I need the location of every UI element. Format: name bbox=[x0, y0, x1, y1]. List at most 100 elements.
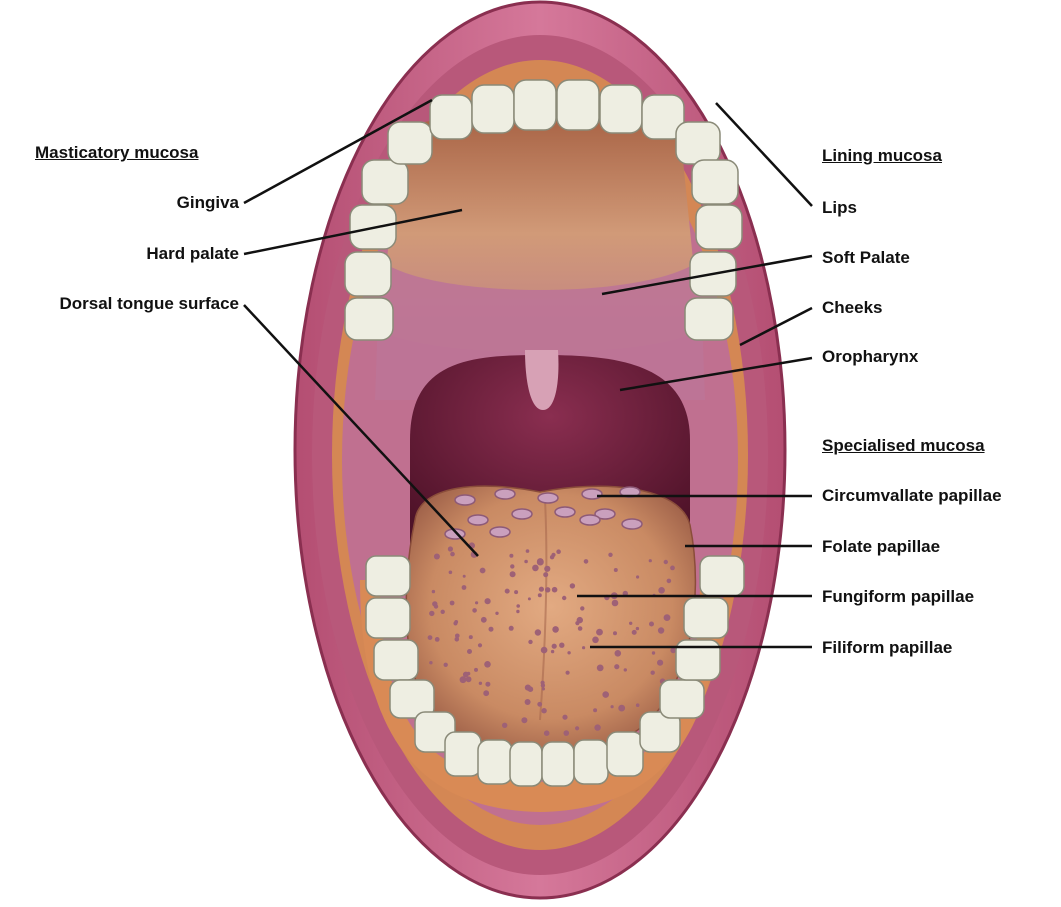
circumvallate-papilla bbox=[555, 507, 575, 517]
papilla-dot bbox=[472, 608, 477, 613]
papilla-dot bbox=[489, 627, 494, 632]
papilla-dot bbox=[524, 560, 528, 564]
upper-tooth bbox=[362, 160, 408, 204]
papilla-dot bbox=[509, 626, 514, 631]
upper-tooth bbox=[692, 160, 738, 204]
papilla-dot bbox=[636, 627, 639, 630]
circumvallate-papilla bbox=[582, 489, 602, 499]
label-cheeks: Cheeks bbox=[822, 298, 882, 318]
papilla-dot bbox=[528, 597, 531, 600]
papilla-dot bbox=[629, 622, 632, 625]
papilla-dot bbox=[551, 650, 554, 653]
papilla-dot bbox=[525, 699, 531, 705]
papilla-dot bbox=[441, 610, 445, 614]
papilla-dot bbox=[429, 611, 434, 616]
papilla-dot bbox=[562, 715, 567, 720]
label-folate-papillae: Folate papillae bbox=[822, 537, 940, 557]
upper-tooth bbox=[600, 85, 642, 133]
label-filiform-papillae: Filiform papillae bbox=[822, 638, 952, 658]
papilla-dot bbox=[670, 566, 675, 571]
papilla-dot bbox=[667, 579, 672, 584]
papilla-dot bbox=[532, 565, 539, 572]
papilla-dot bbox=[544, 730, 550, 736]
heading-lining-mucosa: Lining mucosa bbox=[822, 146, 942, 166]
papilla-dot bbox=[552, 587, 558, 593]
papilla-dot bbox=[526, 549, 530, 553]
papilla-dot bbox=[664, 560, 668, 564]
label-hard-palate: Hard palate bbox=[146, 244, 239, 264]
papilla-dot bbox=[651, 671, 655, 675]
papilla-dot bbox=[611, 705, 614, 708]
papilla-dot bbox=[602, 691, 609, 698]
papilla-dot bbox=[658, 627, 664, 633]
papilla-dot bbox=[479, 682, 482, 685]
papilla-dot bbox=[594, 637, 597, 640]
papilla-dot bbox=[575, 726, 579, 730]
papilla-dot bbox=[428, 635, 433, 640]
papilla-dot bbox=[670, 648, 676, 654]
papilla-dot bbox=[664, 614, 671, 621]
label-lips: Lips bbox=[822, 198, 857, 218]
circumvallate-papilla bbox=[512, 509, 532, 519]
papilla-dot bbox=[562, 596, 566, 600]
papilla-dot bbox=[467, 649, 472, 654]
papilla-dot bbox=[552, 644, 557, 649]
papilla-dot bbox=[525, 685, 531, 691]
papilla-dot bbox=[632, 630, 637, 635]
papilla-dot bbox=[502, 723, 507, 728]
papilla-dot bbox=[649, 622, 654, 627]
papilla-dot bbox=[483, 690, 489, 696]
papilla-dot bbox=[432, 601, 437, 606]
papilla-dot bbox=[612, 600, 619, 607]
circumvallate-papilla bbox=[455, 495, 475, 505]
lower-tooth bbox=[700, 556, 744, 596]
papilla-dot bbox=[624, 668, 627, 671]
papilla-dot bbox=[541, 708, 546, 713]
lower-tooth bbox=[607, 732, 643, 776]
papilla-dot bbox=[580, 606, 584, 610]
upper-tooth bbox=[345, 252, 391, 296]
papilla-dot bbox=[469, 635, 473, 639]
papilla-dot bbox=[453, 621, 457, 625]
papilla-dot bbox=[541, 647, 548, 654]
papilla-dot bbox=[570, 583, 575, 588]
papilla-dot bbox=[528, 640, 532, 644]
papilla-dot bbox=[566, 671, 570, 675]
label-circumvallate-papillae: Circumvallate papillae bbox=[822, 486, 1002, 506]
papilla-dot bbox=[613, 631, 617, 635]
papilla-dot bbox=[544, 566, 550, 572]
upper-tooth bbox=[696, 205, 742, 249]
lower-tooth bbox=[510, 742, 542, 786]
circumvallate-papilla bbox=[622, 519, 642, 529]
papilla-dot bbox=[542, 687, 545, 690]
papilla-dot bbox=[462, 585, 467, 590]
papilla-dot bbox=[608, 553, 612, 557]
papilla-dot bbox=[584, 559, 589, 564]
label-oropharynx: Oropharynx bbox=[822, 347, 918, 367]
papilla-dot bbox=[481, 617, 487, 623]
papilla-dot bbox=[455, 637, 460, 642]
upper-tooth bbox=[430, 95, 472, 139]
upper-tooth bbox=[472, 85, 514, 133]
lower-tooth bbox=[374, 640, 418, 680]
label-gingiva: Gingiva bbox=[177, 193, 239, 213]
lower-tooth bbox=[445, 732, 481, 776]
papilla-dot bbox=[615, 650, 622, 657]
papilla-dot bbox=[450, 601, 455, 606]
papilla-dot bbox=[485, 682, 490, 687]
papilla-dot bbox=[474, 668, 478, 672]
papilla-dot bbox=[636, 575, 639, 578]
papilla-dot bbox=[564, 730, 570, 736]
papilla-dot bbox=[535, 629, 541, 635]
papilla-dot bbox=[559, 643, 564, 648]
upper-tooth bbox=[685, 298, 733, 340]
circumvallate-papilla bbox=[468, 515, 488, 525]
papilla-dot bbox=[556, 549, 561, 554]
papilla-dot bbox=[510, 564, 514, 568]
papilla-dot bbox=[552, 626, 559, 633]
circumvallate-papilla bbox=[538, 493, 558, 503]
papilla-dot bbox=[514, 590, 518, 594]
papilla-dot bbox=[450, 552, 455, 557]
papilla-dot bbox=[444, 663, 448, 667]
